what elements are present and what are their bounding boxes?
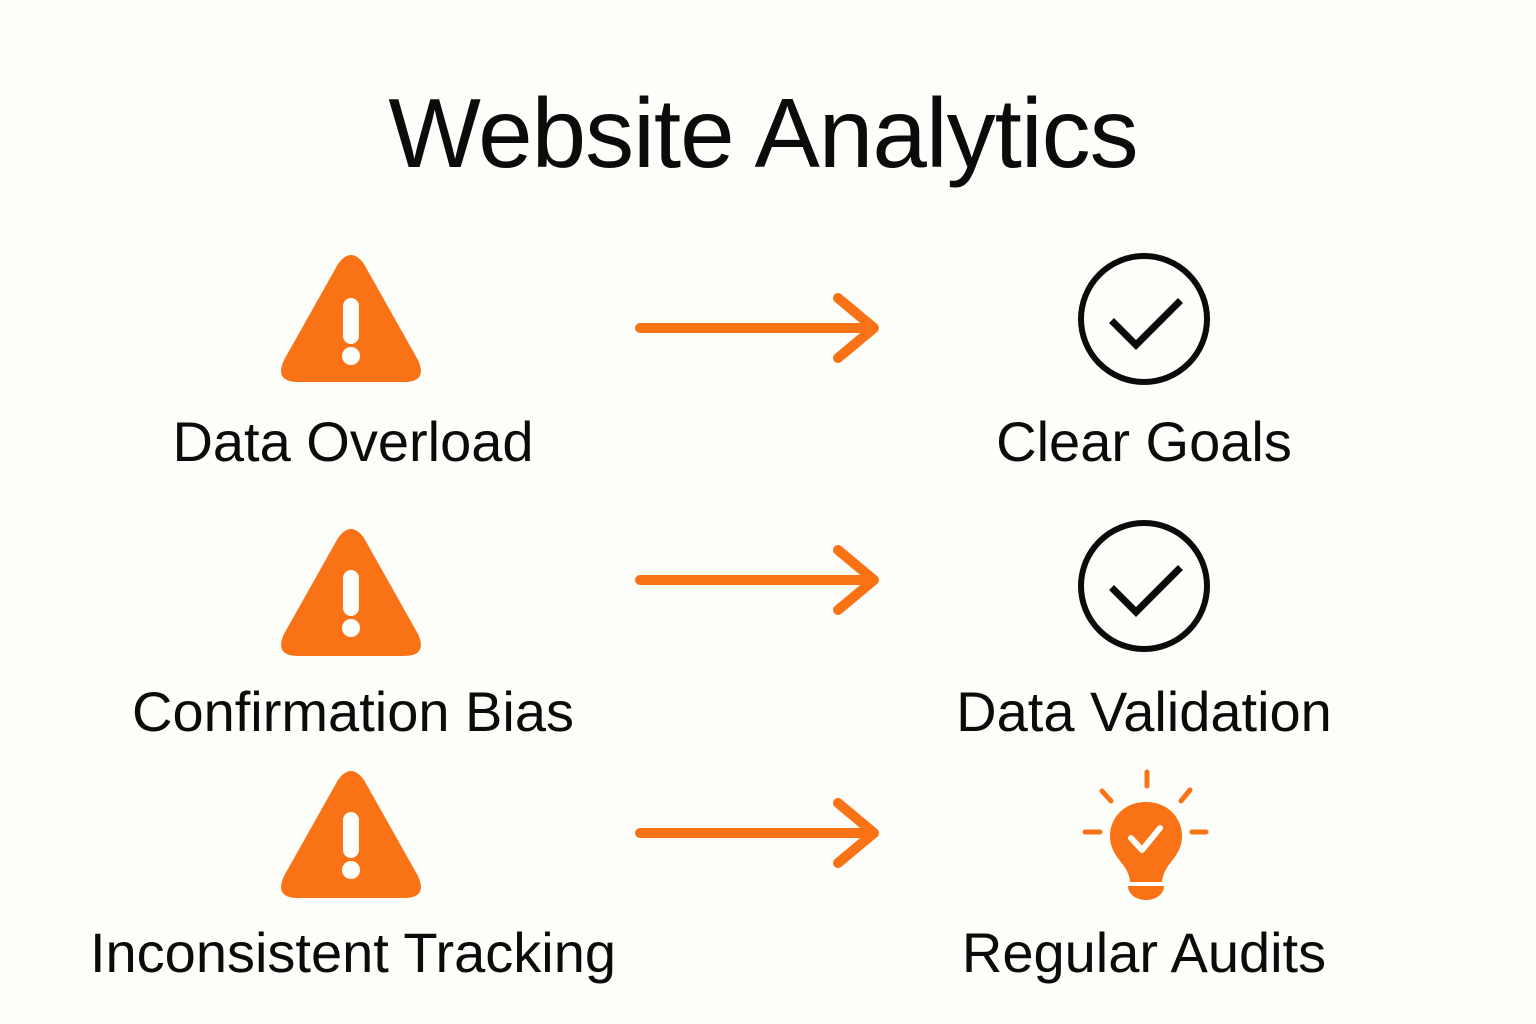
warning-triangle-icon [278,252,424,386]
solution-label-clear-goals: Clear Goals [996,410,1292,473]
arrow-right-icon [630,542,886,622]
solution-label-data-validation: Data Validation [956,680,1332,743]
problem-label-inconsistent-tracking: Inconsistent Tracking [89,921,617,984]
page-title: Website Analytics [388,78,1138,188]
warning-triangle-icon [278,768,424,902]
check-circle-icon [1076,518,1212,654]
problem-label-data-overload: Data Overload [172,410,534,473]
problem-label-confirmation-bias: Confirmation Bias [132,680,574,743]
arrow-right-icon [630,290,886,370]
warning-triangle-icon [278,526,424,660]
solution-label-regular-audits: Regular Audits [961,921,1327,984]
arrow-right-icon [630,795,886,875]
check-circle-icon [1076,251,1212,387]
lightbulb-check-icon [1080,766,1210,902]
